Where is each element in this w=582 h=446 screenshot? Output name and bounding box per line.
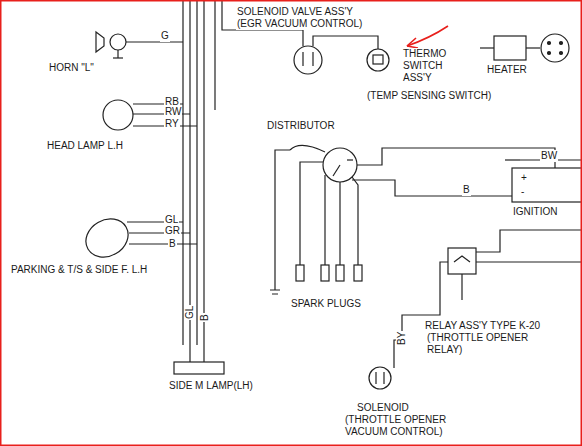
part-label: GR (164, 225, 181, 237)
side-marker-lamp-symbol (174, 362, 224, 374)
part-label: (TEMP SENSING SWITCH) (366, 90, 492, 102)
harness-wire (221, 0, 222, 20)
part-label: BW (540, 150, 558, 162)
thermo-switch-symbol (313, 36, 389, 71)
part-label: HEATER (486, 64, 528, 76)
part-label: IGNITION (512, 206, 558, 218)
part-label: THERMO SWITCH ASS'Y (402, 48, 454, 84)
harness-wire (203, 0, 204, 362)
part-label: - (520, 186, 525, 198)
part-label: SOLENOID VALVE ASS'Y (236, 6, 354, 18)
relay-symbol (402, 230, 582, 340)
part-label: RW (164, 106, 182, 118)
part-label: SIDE M LAMP(LH) (168, 380, 254, 392)
part-label: + (520, 172, 528, 184)
part-label: SPARK PLUGS (290, 298, 362, 310)
part-label: (THROTTLE OPENER VACUUM CONTROL) (344, 414, 450, 438)
part-label: (EGR VACUUM CONTROL) (236, 18, 363, 30)
part-label: G (160, 30, 170, 42)
part-label: HORN "L" (48, 62, 95, 74)
head-lamp-symbol (103, 100, 197, 130)
ignition-coil-symbol (505, 160, 582, 202)
harness-wire (196, 0, 197, 345)
part-label: RY (164, 118, 180, 130)
part-label: DISTRIBUTOR (266, 120, 336, 132)
part-label: SOLENOID (356, 402, 410, 414)
part-label: B (199, 313, 211, 322)
spark-plug-symbols (270, 265, 362, 294)
horn-symbol (96, 32, 183, 58)
harness-wire (182, 0, 183, 345)
part-label: PARKING & T/S & SIDE F. L.H (10, 264, 148, 276)
throttle-solenoid-symbol (369, 340, 402, 389)
harness-wire (214, 0, 215, 110)
part-label: BY (396, 331, 408, 346)
parking-lamp-symbol (79, 211, 197, 264)
part-label: (THROTTLE OPENER RELAY) (426, 332, 530, 356)
heater-symbol (480, 34, 569, 62)
callout-arrow (407, 26, 448, 48)
part-label: RELAY ASS'Y TYPE K-20 (424, 320, 541, 332)
part-label: B (168, 238, 177, 250)
part-label: B (462, 184, 471, 196)
part-label: HEAD LAMP L.H (46, 140, 124, 152)
part-label: GL (184, 305, 196, 320)
